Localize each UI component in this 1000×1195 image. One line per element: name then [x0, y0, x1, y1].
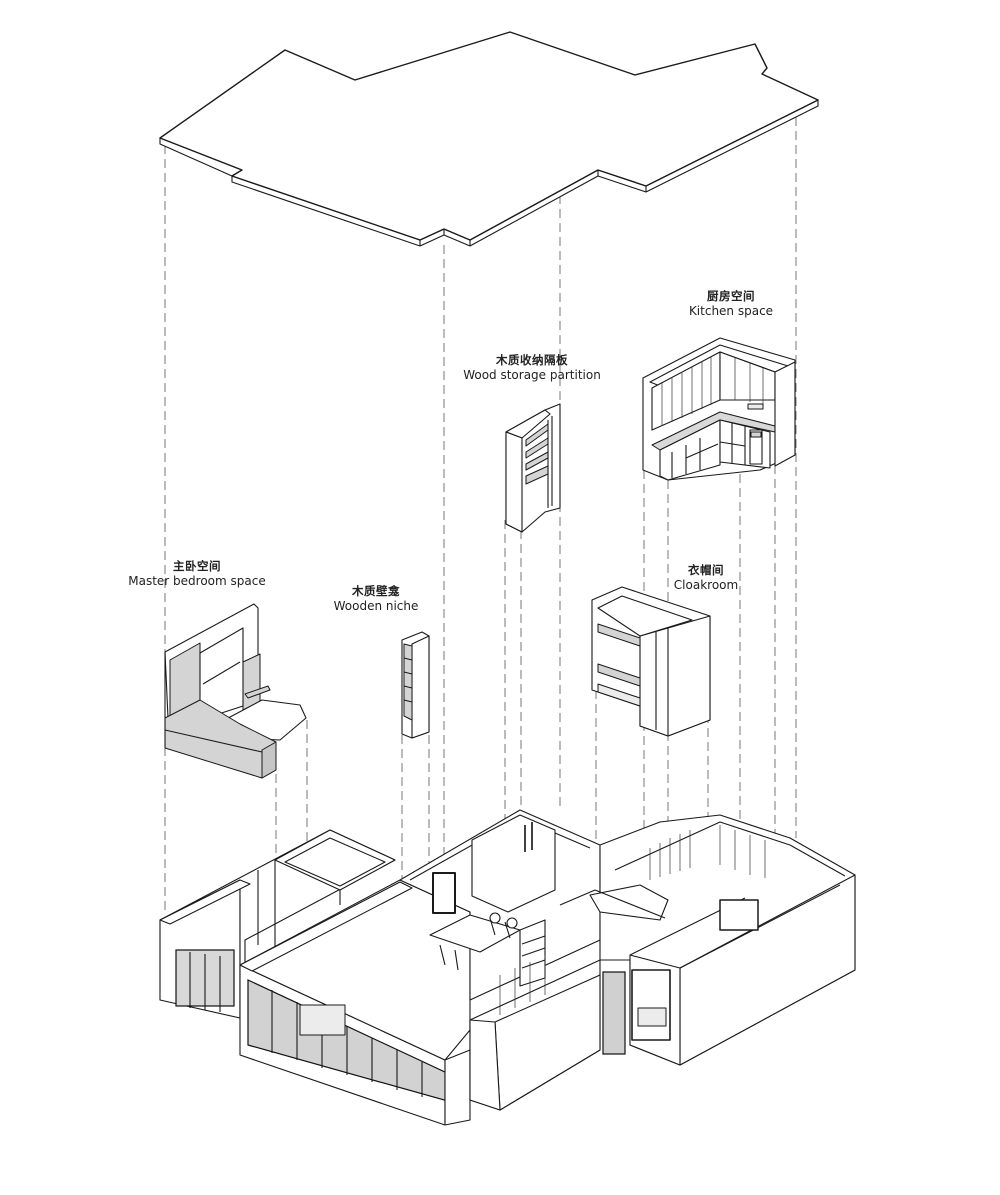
- wooden-niche-module: [401, 631, 430, 739]
- label-cloakroom: 衣帽间 Cloakroom: [674, 563, 738, 593]
- floor-plan-model: [159, 809, 856, 1126]
- kitchen-module: [642, 337, 796, 481]
- label-wooden-niche: 木质壁龛 Wooden niche: [334, 584, 419, 614]
- label-partition-en: Wood storage partition: [463, 368, 601, 382]
- label-bedroom-en: Master bedroom space: [128, 574, 266, 588]
- master-bedroom-module: [164, 603, 307, 779]
- wood-storage-partition-module: [505, 403, 561, 533]
- label-kitchen-zh: 厨房空间: [707, 289, 755, 303]
- label-bedroom-zh: 主卧空间: [172, 559, 221, 573]
- label-kitchen-space: 厨房空间 Kitchen space: [689, 289, 773, 319]
- label-niche-zh: 木质壁龛: [351, 584, 400, 598]
- roof-slab: [159, 31, 819, 247]
- label-cloakroom-zh: 衣帽间: [688, 563, 724, 577]
- label-cloakroom-en: Cloakroom: [673, 578, 739, 592]
- label-master-bedroom-space: 主卧空间 Master bedroom space: [128, 559, 265, 589]
- label-wood-storage-partition: 木质收纳隔板 Wood storage partition: [463, 353, 601, 383]
- label-partition-zh: 木质收纳隔板: [495, 353, 568, 367]
- label-kitchen-en: Kitchen space: [688, 304, 774, 318]
- label-niche-en: Wooden niche: [333, 599, 419, 613]
- cloakroom-module: [591, 586, 711, 737]
